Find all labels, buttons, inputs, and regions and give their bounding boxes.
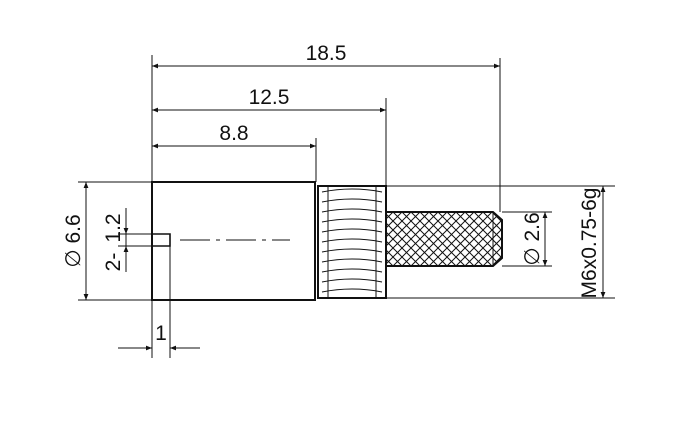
- dim-body-length: 8.8: [219, 122, 248, 145]
- thread-lines: [321, 188, 383, 293]
- dim-thread-spec: M6x0.75-6g: [578, 188, 601, 299]
- dim-slot-offset: 1: [155, 322, 167, 345]
- thread-tooth: [321, 218, 383, 223]
- knurl-line: [464, 212, 502, 266]
- thread-tooth: [321, 268, 383, 273]
- dim-crimp-diameter: ∅ 2.6: [521, 212, 544, 265]
- crimp-sleeve: [386, 211, 503, 267]
- knurl-line: [473, 212, 502, 266]
- body-outline: [151, 181, 316, 301]
- knurl-pattern: [386, 212, 502, 266]
- knurl-line: [482, 212, 502, 266]
- dim-to-crimp: 12.5: [249, 86, 290, 109]
- thread-tooth: [321, 278, 383, 283]
- dimension-labels: 18.5 12.5 8.8 ∅ 6.6 1.2 2- ∅ 2.6 M6x0.75…: [62, 42, 601, 345]
- dim-slot-prefix: 2-: [102, 253, 125, 272]
- dim-slot-width: 1.2: [102, 213, 125, 242]
- thread-tooth: [321, 248, 383, 253]
- knurl-line: [482, 212, 502, 266]
- thread-tooth: [321, 208, 383, 213]
- slot: [152, 233, 171, 247]
- thread-tooth: [321, 238, 383, 243]
- extension-lines: [78, 55, 615, 358]
- thread-tooth: [321, 188, 383, 193]
- connector-body: [151, 181, 316, 301]
- thread-tooth: [321, 198, 383, 203]
- knurl-line: [491, 212, 502, 266]
- thread-outline: [317, 185, 387, 299]
- dimension-lines: [83, 63, 606, 351]
- thread-tooth: [321, 258, 383, 263]
- thread-tooth: [321, 288, 383, 293]
- thread-section: [317, 185, 387, 299]
- knurl-line: [491, 212, 502, 266]
- thread-tooth: [321, 228, 383, 233]
- dim-overall-length: 18.5: [306, 42, 347, 65]
- crimp-outline: [386, 211, 503, 267]
- dim-body-diameter: ∅ 6.6: [62, 214, 85, 267]
